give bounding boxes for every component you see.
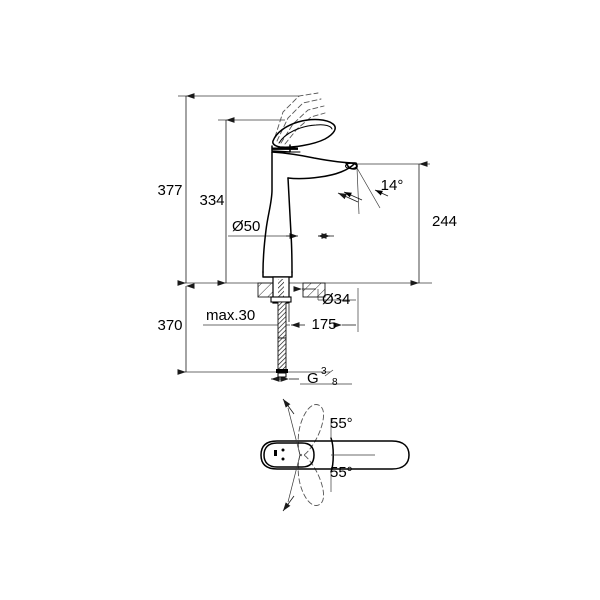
hose-thread-tip — [277, 372, 287, 378]
dimension-d50: Ø50 — [232, 218, 334, 239]
extension-lines — [178, 95, 432, 385]
spout-plan-outline — [260, 440, 410, 470]
dimension-334: 334 — [199, 117, 235, 286]
dimension-370-label: 370 — [157, 317, 182, 334]
faucet-body — [262, 92, 358, 278]
spout-and-body — [262, 151, 358, 278]
elevation-view: 377 334 370 244 Ø50 — [157, 92, 457, 388]
angle-14-label: 14° — [381, 177, 404, 194]
deck-right-section — [302, 282, 326, 298]
aerator-detail — [274, 448, 285, 461]
dimension-244-label: 244 — [432, 213, 457, 230]
dimension-175: 175 — [290, 316, 356, 333]
angle-55-bottom-label: 55° — [330, 464, 353, 481]
spout-ghost-up — [297, 404, 325, 457]
hose-lower-braid — [277, 337, 287, 371]
dimension-max30-label: max.30 — [206, 307, 255, 324]
handle-raised-ghost — [274, 92, 326, 145]
dimension-175-label: 175 — [311, 316, 336, 333]
spout-ghost-down — [297, 453, 325, 506]
dimension-334-label: 334 — [199, 192, 224, 209]
dimension-angle-14: 14° — [337, 167, 404, 215]
dimension-d50-label: Ø50 — [232, 218, 260, 235]
thread-label-g: G — [307, 370, 319, 387]
deck-mounting-assembly — [257, 276, 326, 304]
thread-numerator: 3 — [321, 366, 327, 377]
mounting-nut — [270, 296, 292, 303]
dimension-244: 244 — [410, 161, 457, 286]
plan-swivel-view: 55° 55° — [260, 398, 410, 512]
hose-end-connector — [276, 369, 288, 373]
dimension-g38: G 3 8 — [270, 366, 338, 388]
dimension-angle-55-top: 55° — [282, 398, 353, 456]
angle-55-top-label: 55° — [330, 415, 353, 432]
dimension-377: 377 — [157, 93, 195, 286]
shank-thread — [278, 279, 284, 303]
flexible-supply-hoses — [276, 301, 288, 378]
dimension-377-label: 377 — [157, 182, 182, 199]
dimension-angle-55-bottom: 55° — [282, 454, 353, 512]
dimension-370: 370 — [157, 283, 195, 375]
hose-upper-braid — [277, 301, 287, 339]
lever-handle — [272, 118, 336, 148]
dimension-d34-label: Ø34 — [322, 291, 350, 308]
thread-denominator: 8 — [332, 377, 338, 388]
